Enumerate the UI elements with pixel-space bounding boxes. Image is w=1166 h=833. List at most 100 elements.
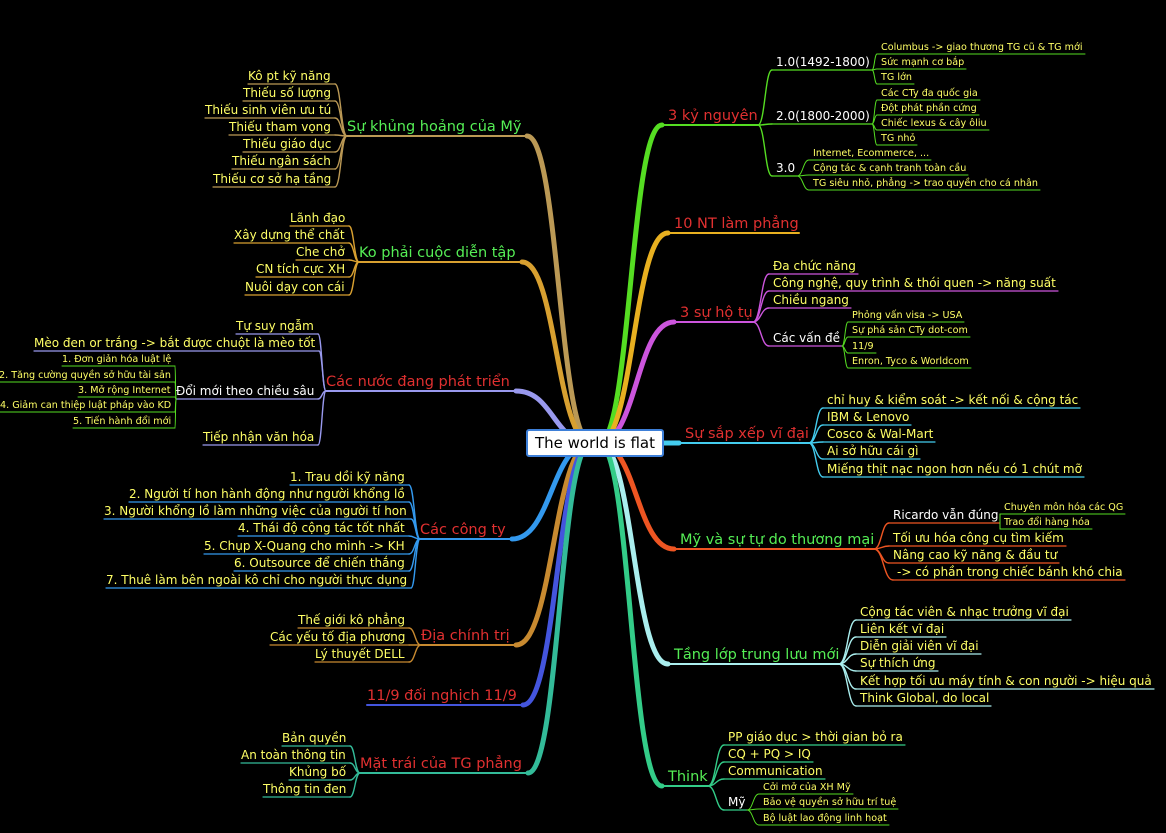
topic-c-n4[interactable]: Tiếp nhận văn hóa [203,430,315,445]
branch-b-dia[interactable]: Địa chính trị [421,628,510,645]
subtopic-g-h4b[interactable]: Sự phá sản CTy dot-com [852,324,968,336]
topic-c-s1[interactable]: chỉ huy & kiểm soát -> kết nối & cộng tá… [827,393,1079,408]
subtopic-g-n3e[interactable]: 5. Tiến hành đổi mới [73,415,172,427]
subtopic-g-m1b[interactable]: Trao đổi hàng hóa [1004,516,1090,528]
topic-c-t4[interactable]: Sự thích ứng [860,656,936,671]
branch-b-ko[interactable]: Ko phải cuộc diễn tập [359,245,516,262]
topic-c-q3[interactable]: Khủng bố [289,765,347,780]
branch-b-think[interactable]: Think [668,769,708,786]
topic-c-n2[interactable]: Mèo đen or trắng -> bắt được chuột là mè… [34,336,316,351]
topic-c-t6[interactable]: Think Global, do local [860,691,990,706]
topic-c-h2[interactable]: Công nghệ, quy trình & thói quen -> năng… [773,276,1056,291]
branch-b-eras[interactable]: 3 kỷ nguyên [668,108,758,125]
subtopic-g-e2b[interactable]: Đột phát phần cứng [881,102,977,114]
topic-c-u2[interactable]: Thiếu số lượng [243,86,331,101]
branch-b-hotu[interactable]: 3 sự hộ tụ [680,305,753,322]
topic-c-n3[interactable]: Đổi mới theo chiều sâu [176,384,315,399]
topic-c-s3[interactable]: Cosco & Wal-Mart [827,427,934,442]
subtopic-g-e1c[interactable]: TG lớn [881,71,912,83]
topic-c-s5[interactable]: Miếng thịt nạc ngon hơn nếu có 1 chút mỡ [827,462,1082,477]
topic-c-m3[interactable]: Nâng cao kỹ năng & đầu tư [893,548,1058,563]
subtopic-g-e3b[interactable]: Cộng tác & cạnh tranh toàn cầu [813,162,967,174]
subtopic-g-k4b[interactable]: Bảo vệ quyền sở hữu trí tuệ [763,796,897,808]
branch-b-my[interactable]: Mỹ và sự tự do thương mại [680,532,875,549]
link-c_e2 [757,123,773,126]
topic-c-y6[interactable]: 6. Outsource để chiến thắng [234,556,405,571]
subtopic-g-m1a[interactable]: Chuyên môn hóa các QG [1004,501,1124,513]
topic-c-y5[interactable]: 5. Chụp X-Quang cho mình -> KH [204,539,405,554]
subtopic-g-k4c[interactable]: Bộ luật lao động linh hoạt [763,812,887,824]
subtopic-g-h4a[interactable]: Phỏng vấn visa -> USA [852,309,963,321]
subtopic-g-e3a[interactable]: Internet, Ecommerce, ... [813,147,930,159]
topic-c-u1[interactable]: Kô pt kỹ năng [248,69,331,84]
topic-c-k4[interactable]: Mỹ [728,795,746,810]
root-node[interactable]: The world is flat [526,429,664,457]
subtopic-g-e1a[interactable]: Columbus -> giao thương TG cũ & TG mới [881,41,1083,53]
topic-c-e1[interactable]: 1.0(1492-1800) [776,55,870,70]
subtopic-g-h4c[interactable]: 11/9 [852,340,874,352]
topic-c-e2[interactable]: 2.0(1800-2000) [776,109,870,124]
subtopic-g-e2a[interactable]: Các CTy đa quốc gia [881,87,978,99]
topic-c-d5[interactable]: Nuôi dạy con cái [245,280,345,295]
topic-c-m1[interactable]: Ricardo vẫn đúng [893,508,999,523]
branch-b-10nt[interactable]: 10 NT làm phẳng [674,216,799,233]
link-g_k4c [746,809,760,826]
topic-c-m2[interactable]: Tối ưu hóa công cụ tìm kiếm [893,531,1064,546]
topic-c-d1[interactable]: Lãnh đạo [290,211,346,226]
topic-c-d2[interactable]: Xây dựng thể chất [234,228,345,243]
topic-c-s2[interactable]: IBM & Lenovo [827,410,910,425]
subtopic-g-h4d[interactable]: Enron, Tyco & Worldcom [852,355,969,367]
branch-b-khung[interactable]: Sự khủng hoảng của Mỹ [347,119,522,136]
link-c_k4 [707,785,725,811]
topic-c-y4[interactable]: 4. Thái độ cộng tác tốt nhất [238,521,405,536]
topic-c-y2[interactable]: 2. Người tí hon hành động như người khổn… [129,487,405,502]
topic-c-d4[interactable]: CN tích cực XH [256,262,346,277]
subtopic-g-e1b[interactable]: Sức mạnh cơ bắp [881,56,965,68]
branch-b-sapxep[interactable]: Sự sắp xếp vĩ đại [685,426,809,443]
topic-c-p3[interactable]: Lý thuyết DELL [315,647,405,662]
subtopic-g-n3d[interactable]: 4. Giảm can thiệp luật pháp vào KD [0,399,172,411]
topic-c-q2[interactable]: An toàn thông tin [241,748,346,763]
topic-c-k2[interactable]: CQ + PQ > IQ [728,747,811,762]
topic-c-u7[interactable]: Thiếu cơ sở hạ tầng [213,172,332,187]
link-g_e1c [871,69,878,85]
branch-b-mat[interactable]: Mặt trái của TG phẳng [360,756,522,773]
topic-c-q4[interactable]: Thông tin đen [263,782,347,797]
topic-c-p1[interactable]: Thế giới kô phẳng [298,613,406,628]
topic-c-t5[interactable]: Kết hợp tối ưu máy tính & con người -> h… [860,674,1152,689]
subtopic-g-n3a[interactable]: 1. Đơn giản hóa luật lệ [62,353,172,365]
topic-c-t2[interactable]: Liên kết vĩ đại [860,622,945,637]
branch-b-cty[interactable]: Các công ty [420,522,506,539]
topic-c-q1[interactable]: Bản quyền [282,731,347,746]
topic-c-k1[interactable]: PP giáo dục > thời gian bỏ ra [728,730,903,745]
topic-c-y3[interactable]: 3. Người khổng lồ làm những việc của ngư… [104,504,407,519]
topic-c-k3[interactable]: Communication [728,764,823,779]
branch-b-tang[interactable]: Tầng lớp trung lưu mới [674,647,840,664]
topic-c-y7[interactable]: 7. Thuê làm bên ngoài kô chỉ cho người t… [106,573,408,588]
subtopic-g-e2c[interactable]: Chiếc lexus & cây ôliu [881,117,987,129]
link-c_p1 [408,627,422,646]
topic-c-h1[interactable]: Đa chức năng [773,259,856,274]
topic-c-p2[interactable]: Các yếu tố địa phương [270,630,406,645]
topic-c-h3[interactable]: Chiều ngang [773,293,849,308]
topic-c-u3[interactable]: Thiếu sinh viên ưu tú [205,103,332,118]
topic-c-d3[interactable]: Che chở [296,245,345,260]
topic-c-u6[interactable]: Thiếu ngân sách [232,154,331,169]
subtopic-g-n3c[interactable]: 3. Mở rộng Internet [78,384,171,396]
topic-c-y1[interactable]: 1. Trau dồi kỹ năng [290,470,405,485]
topic-c-u4[interactable]: Thiếu tham vọng [229,120,331,135]
branch-b-nuoc[interactable]: Các nước đang phát triển [326,374,510,391]
subtopic-g-k4a[interactable]: Cởi mở của XH Mỹ [763,781,851,793]
topic-c-t1[interactable]: Cộng tác viên & nhạc trưởng vĩ đại [860,605,1069,620]
topic-c-n1[interactable]: Tự suy ngẫm [236,319,314,334]
topic-c-t3[interactable]: Diễn giải viên vĩ đại [860,639,979,654]
subtopic-g-n3b[interactable]: 2. Tăng cường quyền sở hữu tài sản [0,369,172,381]
subtopic-g-e3c[interactable]: TG siêu nhỏ, phẳng -> trao quyền cho cá … [813,177,1038,189]
subtopic-g-e2d[interactable]: TG nhỏ [881,132,916,144]
topic-c-h4[interactable]: Các vấn đề [773,331,841,346]
topic-c-m4[interactable]: -> có phần trong chiếc bánh khó chia [897,565,1123,580]
branch-b-119[interactable]: 11/9 đối nghịch 11/9 [367,688,517,705]
topic-c-e3[interactable]: 3.0 [776,161,796,176]
topic-c-u5[interactable]: Thiếu giáo dục [243,137,332,152]
topic-c-s4[interactable]: Ai sở hữu cái gì [827,444,919,459]
